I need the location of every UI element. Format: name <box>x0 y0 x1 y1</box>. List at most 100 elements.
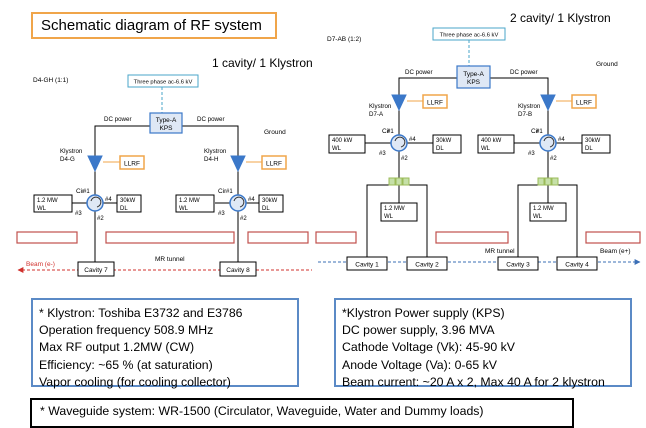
klystron-info-line: Efficiency: ~65 % (at saturation) <box>39 357 213 372</box>
kps-info-box: *Klystron Power supply (KPS) DC power su… <box>334 298 632 389</box>
circulator-icon-arrow <box>233 196 245 208</box>
port-2-label: #2 <box>240 216 247 222</box>
ground-label: Ground <box>596 61 618 68</box>
circulator-label: Cir <box>531 128 540 135</box>
waveguide-branch <box>366 184 392 257</box>
kps-label: KPS <box>159 125 173 132</box>
port-1-label: #1 <box>226 189 233 195</box>
cavity-box <box>219 261 257 277</box>
beam-label: Beam (e+) <box>600 248 631 255</box>
tunnel-wall <box>247 231 309 244</box>
wl-load-label: 400 kW <box>481 138 502 144</box>
klystron-d7a-icon <box>391 94 407 112</box>
dc-power-label: DC power <box>104 116 132 123</box>
tunnel-wall <box>315 231 357 244</box>
dl-load-box <box>432 134 462 154</box>
circulator-icon-arrow <box>90 196 102 208</box>
wl-load-label: WL <box>384 214 394 220</box>
llrf-box <box>422 94 448 109</box>
klystron-d4g-icon <box>87 155 103 173</box>
klystron-info-line: * Klystron: Toshiba E3732 and E3786 <box>39 306 243 320</box>
right-heading: 2 cavity/ 1 Klystron <box>510 11 611 25</box>
hybrid-combiner <box>395 177 403 186</box>
klystron-label: D7-A <box>369 111 384 118</box>
klystron-d7b-icon <box>540 94 556 112</box>
cavity-box <box>497 256 539 271</box>
mr-tunnel-label: MR tunnel <box>485 248 515 255</box>
klystron-info-line: Operation frequency 508.9 MHz <box>39 323 214 338</box>
port-2-label: #2 <box>97 216 104 222</box>
circulator-icon <box>229 194 247 212</box>
ac-supply-box <box>127 74 199 88</box>
klystron-d4h-icon <box>230 155 246 173</box>
klystron-info-line: Vapor cooling (for cooling collector) <box>39 374 231 389</box>
waveguide-branch <box>517 184 541 257</box>
dl-load-label: 30kW <box>262 198 278 204</box>
beam-label: Beam (e-) <box>26 261 55 268</box>
cavity-box <box>406 256 448 271</box>
circulator-label: Cir <box>218 188 227 195</box>
waveguide-branch <box>406 184 428 257</box>
dl-load-box <box>258 194 284 213</box>
cavity-label: Cavity 3 <box>506 262 530 269</box>
cavity-box <box>77 261 115 277</box>
port-4-label: #4 <box>105 197 112 203</box>
klystron-label: Klystron <box>204 148 227 155</box>
llrf-label: LLRF <box>124 161 140 168</box>
port-2-label: #2 <box>550 156 557 162</box>
dc-power-label: DC power <box>510 69 538 76</box>
mr-tunnel-label: MR tunnel <box>155 256 185 263</box>
waveguide-info-box: * Waveguide system: WR-1500 (Circulator,… <box>30 398 574 428</box>
circulator-icon <box>390 134 408 152</box>
right-dc-feed <box>398 77 457 100</box>
kps-info-line: *Klystron Power supply (KPS) <box>342 306 505 320</box>
hybrid-combiner <box>551 177 559 186</box>
klystron-label: D4-H <box>204 156 218 163</box>
port-3-label: #3 <box>528 151 535 157</box>
circulator-label: Cir <box>382 128 391 135</box>
klystron-label: Klystron <box>369 103 392 110</box>
klystron-label: D7-B <box>518 111 532 118</box>
wl-load-box <box>380 202 418 222</box>
port-3-label: #3 <box>218 211 225 217</box>
wl-load-box <box>33 194 73 213</box>
left-dc-feed <box>94 125 150 156</box>
hybrid-combiner <box>402 177 410 186</box>
klystron-info-line: Max RF output 1.2MW (CW) <box>39 340 195 355</box>
cavity-label: Cavity 2 <box>415 262 439 269</box>
wl-load-box <box>477 134 515 154</box>
dl-load-label: DL <box>262 206 270 212</box>
tunnel-wall <box>585 231 641 244</box>
port-3-label: #3 <box>75 211 82 217</box>
klystron-label: D4-G <box>60 156 75 163</box>
dl-load-label: DL <box>585 146 593 152</box>
llrf-label: LLRF <box>576 100 592 107</box>
llrf-box <box>261 155 287 170</box>
ac-supply-label: Three phase ac-6.6 kV <box>440 33 499 39</box>
hybrid-combiner <box>537 177 545 186</box>
klystron-label: Klystron <box>518 103 541 110</box>
dl-load-label: 30kW <box>120 198 136 204</box>
ac-supply-box <box>432 27 506 41</box>
left-section-label: D4-GH (1:1) <box>33 77 68 84</box>
circulator-icon <box>539 134 557 152</box>
kps-label: Type-A <box>156 117 177 124</box>
wl-load-box <box>175 194 215 213</box>
dl-load-box <box>581 134 611 154</box>
dl-load-label: 30kW <box>436 138 452 144</box>
dl-load-label: DL <box>436 146 444 152</box>
dl-load-label: 30kW <box>585 138 601 144</box>
left-dc-feed <box>182 125 239 156</box>
klystron-info-box: * Klystron: Toshiba E3732 and E3786 Oper… <box>31 298 299 389</box>
wl-load-label: WL <box>332 146 342 152</box>
dc-power-label: DC power <box>405 69 433 76</box>
circulator-icon-arrow <box>394 136 406 148</box>
port-1-label: #1 <box>387 129 394 135</box>
kps-box <box>149 112 183 134</box>
dl-load-box <box>116 194 142 213</box>
wl-load-label: 1.2 MW <box>179 198 200 204</box>
tunnel-wall <box>16 231 78 244</box>
llrf-label: LLRF <box>266 161 282 168</box>
